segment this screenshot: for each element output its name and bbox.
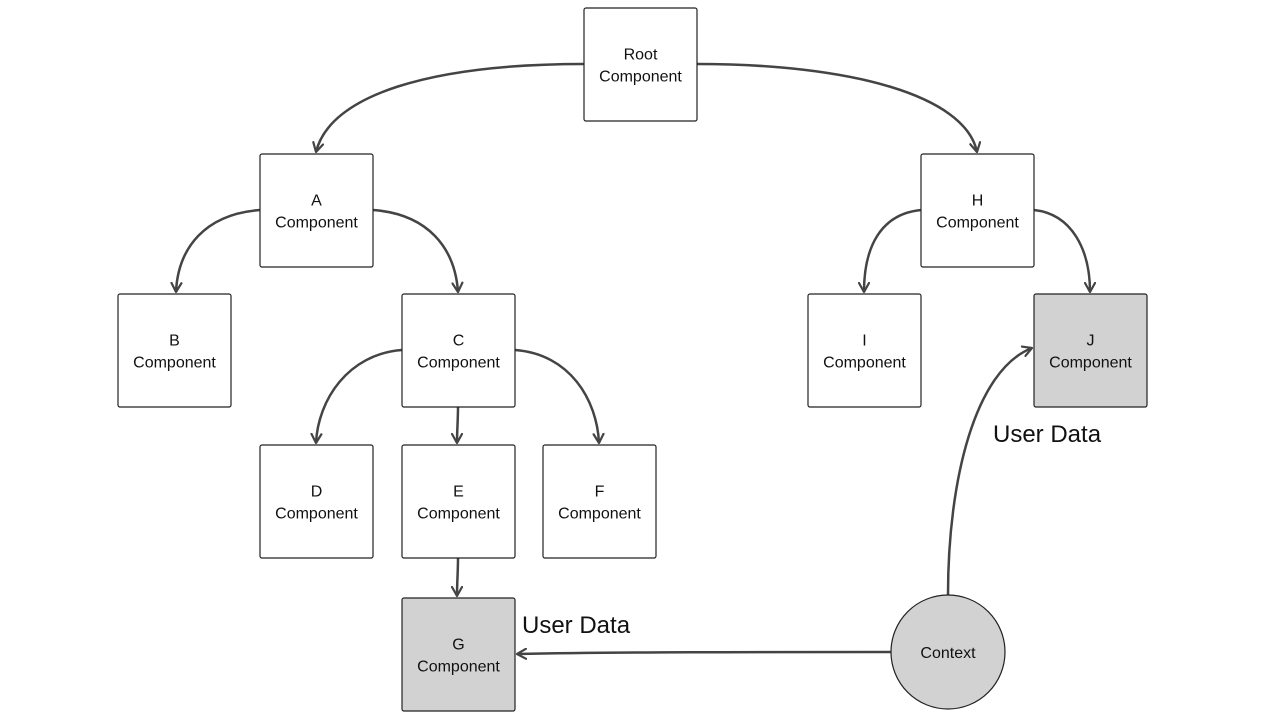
node-f-label-line-0: F	[595, 484, 605, 501]
node-a-label-line-1: Component	[275, 215, 358, 232]
node-root-label-line-0: Root	[624, 47, 658, 64]
node-i-shape	[807, 293, 922, 408]
node-context: Context	[890, 594, 1006, 710]
node-e-label-line-0: E	[453, 484, 464, 501]
node-a-shape	[259, 153, 374, 268]
node-d-label-line-0: D	[311, 484, 323, 501]
edge-a-to-c	[372, 208, 458, 292]
node-g-label-line-1: Component	[417, 659, 500, 676]
node-i-label-line-1: Component	[823, 355, 906, 372]
node-d-label-line-1: Component	[275, 506, 358, 523]
node-c-label-line-1: Component	[417, 355, 500, 372]
edge-h-to-j	[1033, 208, 1090, 292]
node-e-label-line-1: Component	[417, 506, 500, 523]
edge-label-context-to-g: User Data	[522, 612, 631, 639]
node-h-label-line-1: Component	[936, 215, 1019, 232]
node-f-label-line-1: Component	[558, 506, 641, 523]
node-j-label-line-0: J	[1087, 333, 1095, 350]
node-h-label-line-0: H	[972, 193, 984, 210]
node-h: H Component	[920, 153, 1035, 268]
edge-c-to-e	[457, 406, 458, 443]
edges-layer	[176, 62, 1090, 654]
edge-c-to-d	[316, 348, 403, 443]
node-d: D Component	[259, 444, 374, 559]
node-i-label-line-0: I	[862, 333, 866, 350]
node-e-shape	[401, 444, 516, 559]
edge-c-to-f	[514, 348, 599, 443]
edge-context-to-j	[946, 348, 1032, 596]
node-e: E Component	[401, 444, 516, 559]
node-i: I Component	[807, 293, 922, 408]
edge-context-to-g	[517, 652, 892, 654]
node-b-shape	[117, 293, 232, 408]
edge-h-to-i	[864, 208, 922, 292]
node-c-label-line-0: C	[453, 333, 465, 350]
edge-root-to-h	[696, 62, 977, 152]
node-f: F Component	[542, 444, 657, 559]
node-c: C Component	[401, 293, 516, 408]
edge-e-to-g	[457, 557, 458, 596]
node-root-label-line-1: Component	[599, 69, 682, 86]
node-g-shape	[401, 597, 516, 712]
nodes-layer: RootComponentAComponentHComponentBCompon…	[117, 7, 1148, 712]
node-c-shape	[401, 293, 516, 408]
node-j: J Component	[1033, 293, 1148, 408]
edge-label-context-to-j: User Data	[993, 421, 1102, 448]
node-d-shape	[259, 444, 374, 559]
node-root-shape	[583, 7, 698, 122]
node-g: G Component	[401, 597, 516, 712]
node-f-shape	[542, 444, 657, 559]
node-context-label-line-0: Context	[920, 645, 976, 662]
node-j-shape	[1033, 293, 1148, 408]
node-g-label-line-0: G	[452, 637, 464, 654]
node-a-label-line-0: A	[311, 193, 322, 210]
edge-a-to-b	[176, 208, 261, 292]
node-b-label-line-1: Component	[133, 355, 216, 372]
node-b: B Component	[117, 293, 232, 408]
node-a: A Component	[259, 153, 374, 268]
node-context-shape	[890, 594, 1006, 710]
node-j-label-line-1: Component	[1049, 355, 1132, 372]
node-h-shape	[920, 153, 1035, 268]
edge-root-to-a	[316, 62, 585, 152]
node-b-label-line-0: B	[169, 333, 180, 350]
